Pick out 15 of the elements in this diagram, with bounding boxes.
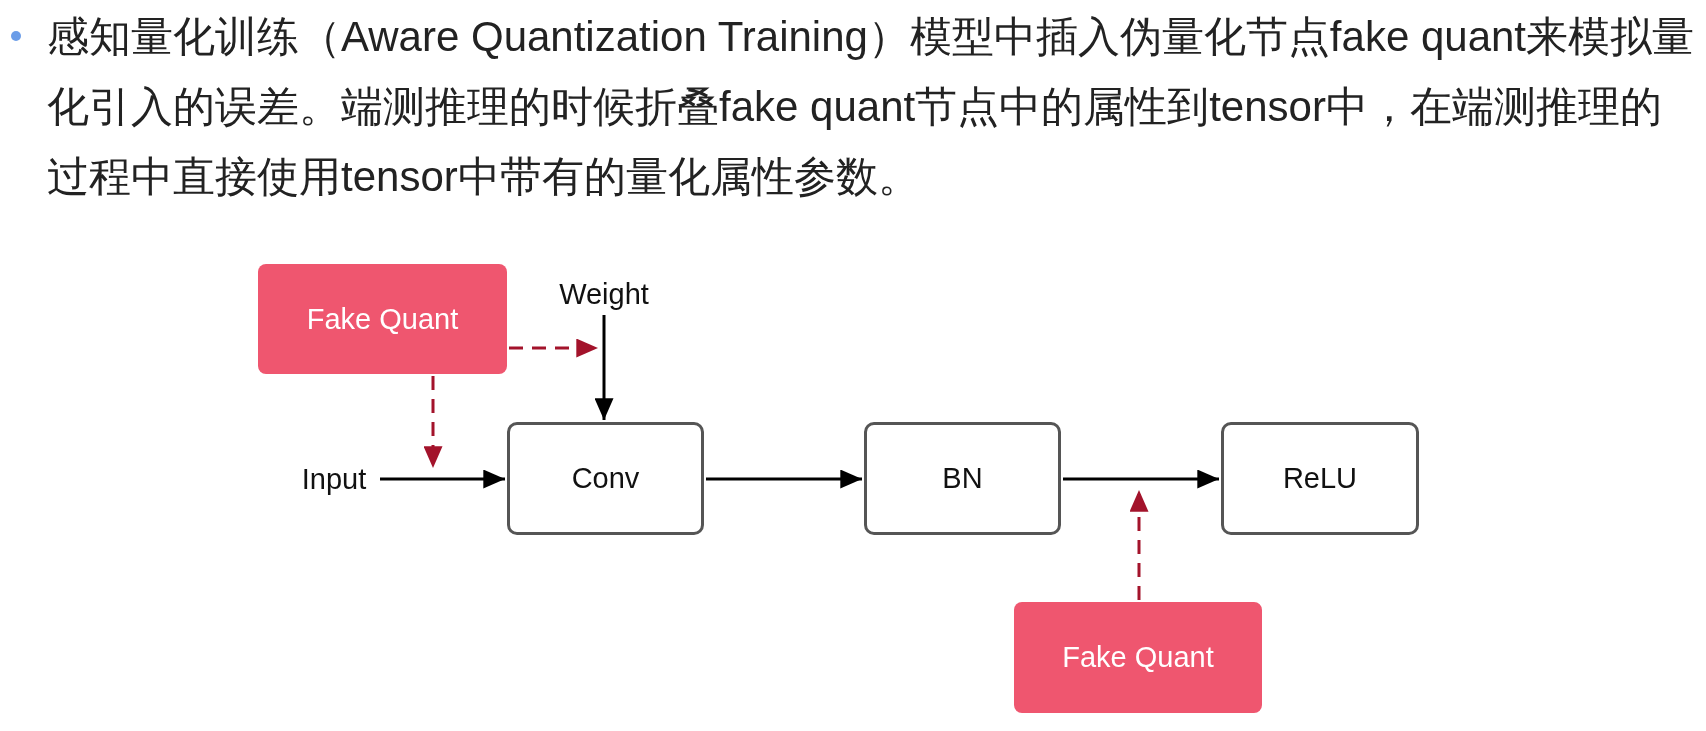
arrow	[706, 469, 862, 489]
fake-quant-box: Fake Quant	[258, 264, 507, 374]
input-label: Input	[290, 460, 378, 498]
arrow	[594, 315, 614, 420]
process-box: Conv	[507, 422, 704, 535]
arrow	[423, 376, 443, 468]
arrow	[509, 338, 598, 358]
process-box: ReLU	[1221, 422, 1419, 535]
arrow	[1129, 490, 1149, 600]
process-box: BN	[864, 422, 1061, 535]
paragraph: 感知量化训练（Aware Quantization Training）模型中插入伪量化节点fake quant来模拟量化引入的误差。端测推理的时候折叠fake quant节点中的属性到tensor中，在端测推理的过程中直接使用tensor中带有的量化属性参数。	[47, 12, 1696, 202]
arrow	[1063, 469, 1219, 489]
arrow	[380, 469, 505, 489]
fake-quant-box: Fake Quant	[1014, 602, 1262, 713]
input-label: Weight	[552, 275, 656, 313]
